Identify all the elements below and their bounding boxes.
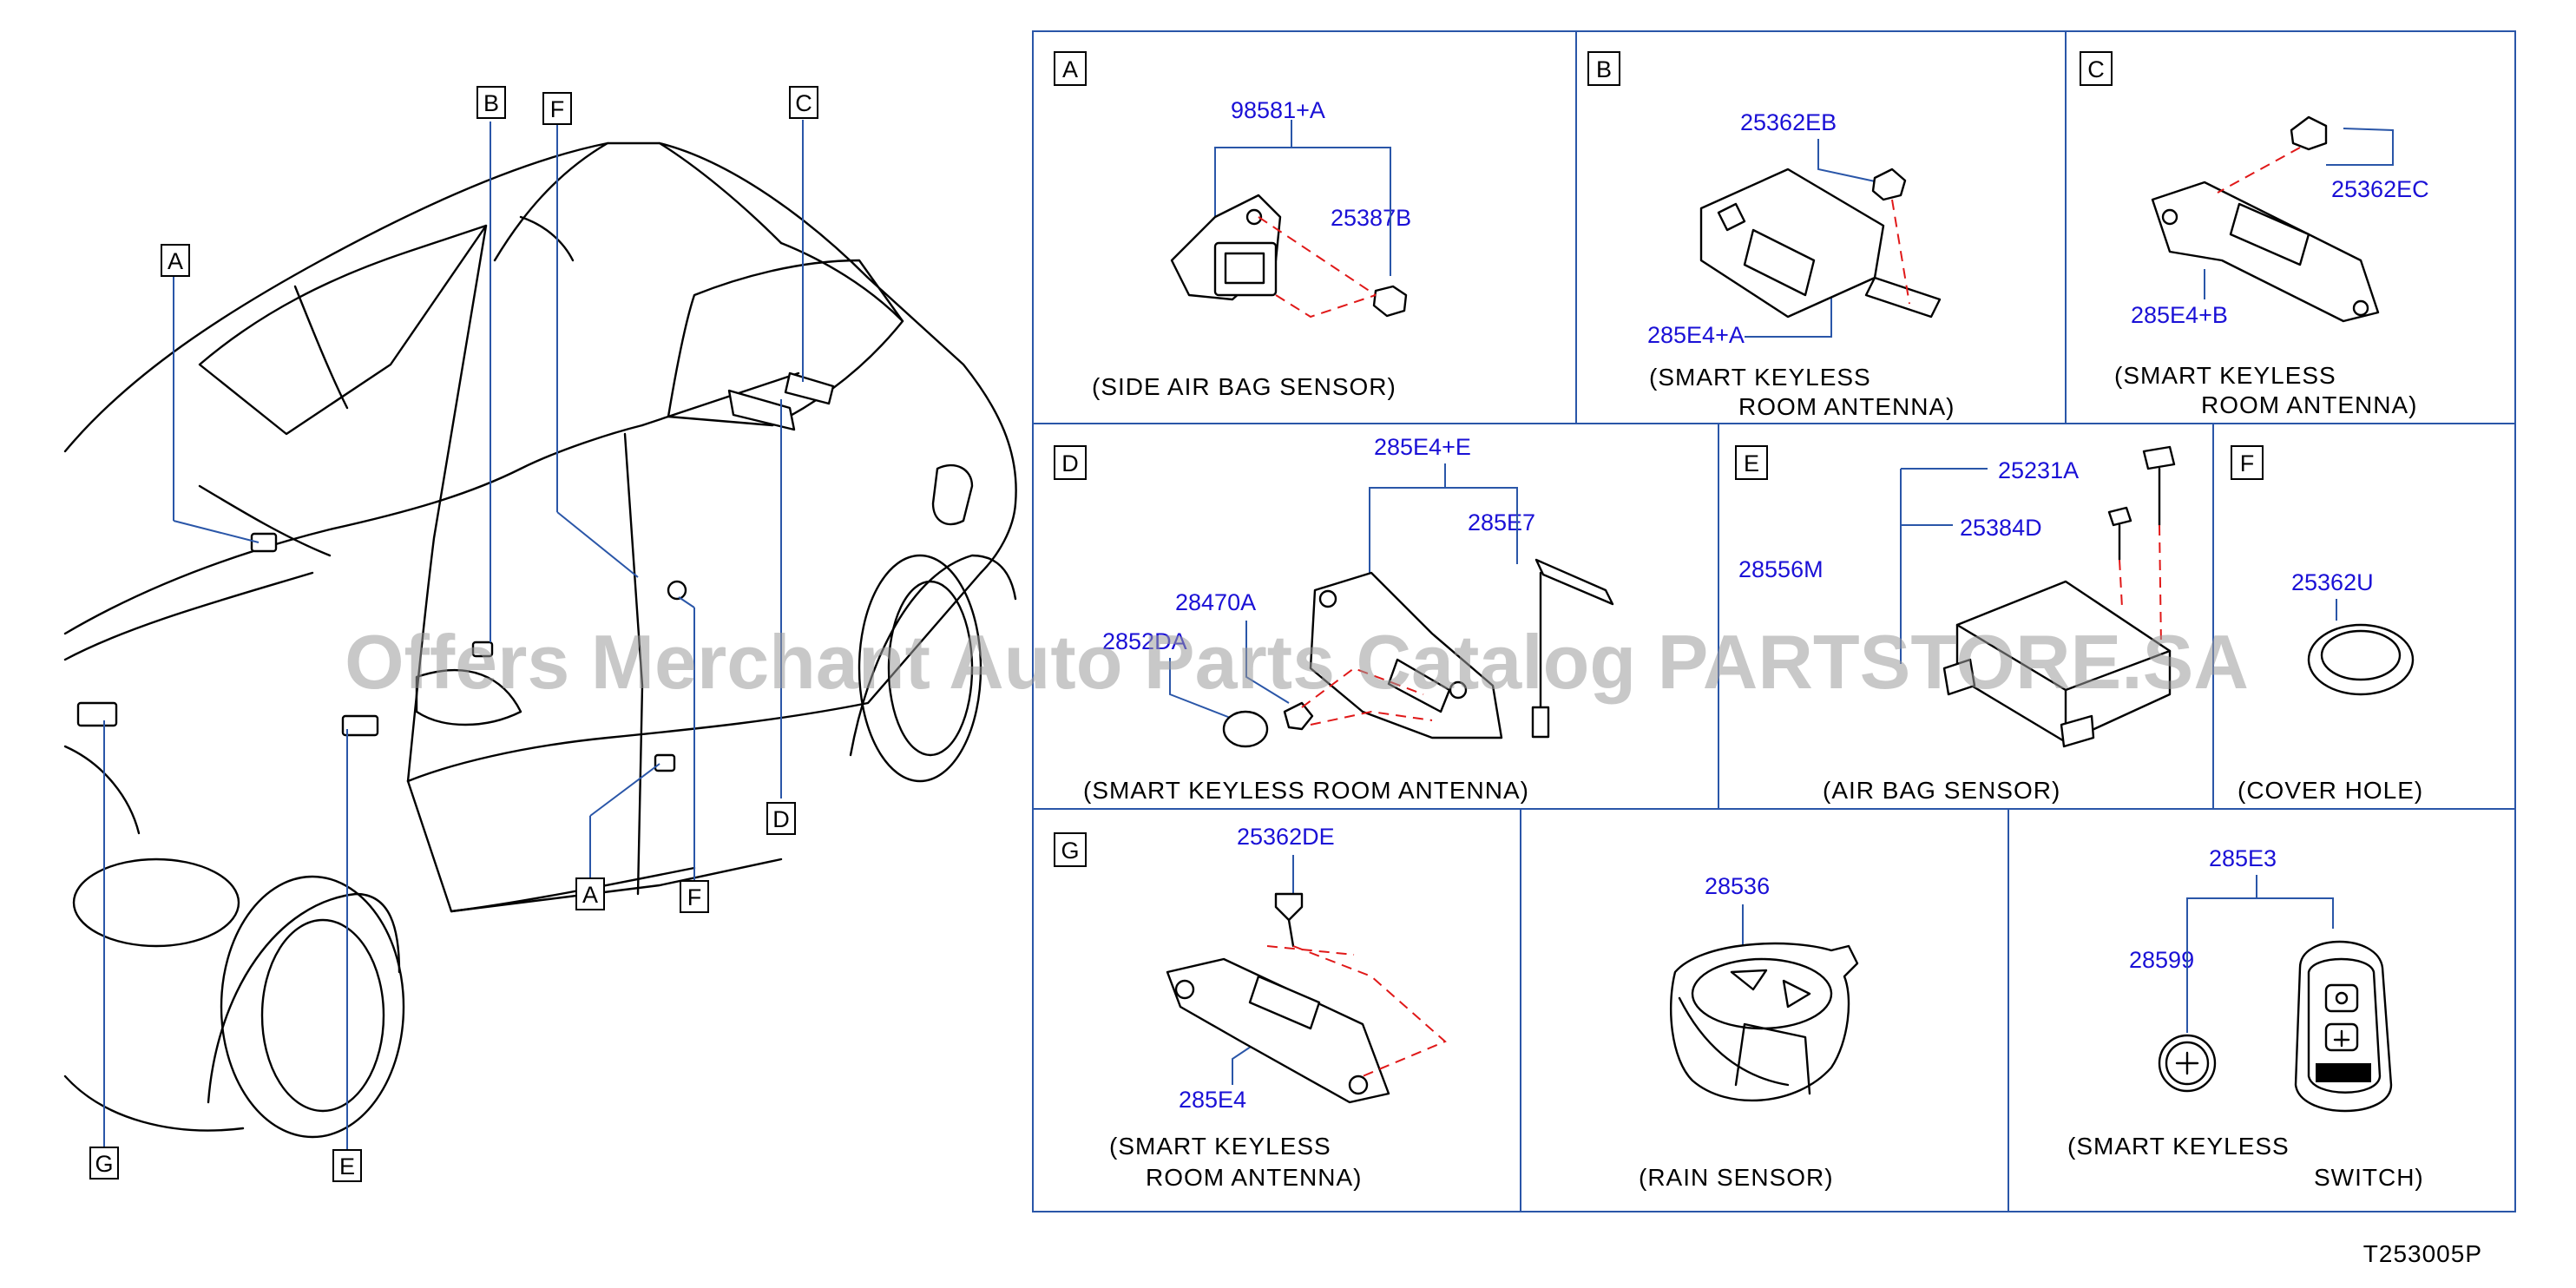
vehicle-callout-c: C — [789, 86, 818, 119]
panel-letter: F — [2240, 450, 2255, 476]
vehicle-callout-b: B — [476, 86, 506, 119]
part-number: 285E7 — [1468, 509, 1535, 536]
part-number: 25362U — [2291, 569, 2374, 595]
callout-letter: C — [795, 90, 812, 116]
part-number: 28536 — [1705, 873, 1770, 899]
part-number: 285E4 — [1179, 1087, 1246, 1113]
panel-keyless-switch: 285E3 28599 (SMART KEYLESS SWITCH) — [2067, 845, 2424, 1191]
vehicle-callout-a2: A — [575, 877, 605, 910]
part-number: 25231A — [1998, 457, 2079, 483]
panel-letter: A — [1062, 56, 1078, 82]
part-number: 25387B — [1331, 205, 1411, 231]
part-number: 25362EB — [1740, 109, 1837, 135]
part-number: 25384D — [1960, 515, 2042, 541]
panel-f: F 25362U (COVER HOLE) — [2231, 445, 2423, 804]
panel-caption: (SIDE AIR BAG SENSOR) — [1092, 373, 1396, 400]
part-number: 285E3 — [2209, 845, 2277, 871]
callout-letter: F — [687, 884, 702, 910]
vehicle-callout-f2: F — [680, 880, 709, 913]
panel-letter: D — [1061, 450, 1079, 476]
vehicle-callout-g: G — [89, 1147, 119, 1180]
panel-letter: B — [1596, 56, 1612, 82]
panel-caption: (SMART KEYLESS — [1649, 364, 1871, 391]
panel-grid — [1032, 30, 2516, 1212]
part-number: 28599 — [2129, 947, 2194, 973]
vehicle-callout-e: E — [332, 1149, 362, 1182]
panel-letter: E — [1744, 450, 1759, 476]
callout-letter: A — [582, 882, 598, 908]
part-number: 28470A — [1175, 589, 1256, 615]
vehicle-callout-f1: F — [542, 92, 572, 125]
panel-a: A 98581+A 25387B (SIDE AIR BAG SENSOR) — [1054, 51, 1411, 400]
diagram-code: T253005P — [2363, 1240, 2482, 1267]
part-number: 285E4+A — [1647, 322, 1745, 348]
panel-caption: (AIR BAG SENSOR) — [1823, 777, 2060, 804]
panel-caption: (SMART KEYLESS ROOM ANTENNA) — [1083, 777, 1529, 804]
panel-g: G 25362DE 285E4 (SMART KEYLESS ROOM ANTE… — [1054, 824, 1447, 1191]
callout-letter: B — [483, 90, 499, 116]
panel-d: D 285E4+E 285E7 28470A 2852DA (SMART KEY… — [1054, 434, 1614, 804]
callout-letter: G — [95, 1151, 113, 1177]
panel-caption: (SMART KEYLESS — [1109, 1133, 1331, 1160]
callout-letter: D — [772, 806, 790, 832]
panel-caption: (SMART KEYLESS — [2114, 362, 2336, 389]
part-number: 28556M — [1738, 556, 1824, 582]
panel-caption: ROOM ANTENNA) — [1146, 1164, 1362, 1191]
panel-c: C 25362EC 285E4+B (SMART KEYLESS ROOM AN… — [2080, 51, 2429, 418]
callout-letter: F — [550, 96, 565, 122]
vehicle-callout-d: D — [766, 802, 796, 835]
panel-e: E 25231A 25384D 28556M (AIR BAG SENSOR) — [1735, 445, 2176, 804]
part-number: 25362DE — [1237, 824, 1335, 850]
panel-caption: ROOM ANTENNA) — [1738, 393, 1955, 420]
panel-letter: C — [2087, 56, 2105, 82]
panel-caption: (RAIN SENSOR) — [1639, 1164, 1834, 1191]
part-number: 285E4+E — [1374, 434, 1471, 460]
panel-caption: (SMART KEYLESS — [2067, 1133, 2290, 1160]
part-number: 25362EC — [2331, 176, 2429, 202]
vehicle-callout-a1: A — [161, 244, 190, 277]
panel-rain-sensor: 28536 (RAIN SENSOR) — [1639, 873, 1859, 1191]
panel-caption: ROOM ANTENNA) — [2201, 391, 2417, 418]
part-number: 98581+A — [1231, 97, 1325, 123]
vehicle-drawing — [63, 141, 1017, 1139]
vehicle-callout-leaders — [103, 120, 804, 1150]
callout-letter: A — [168, 248, 183, 274]
watermark-text: Offers Merchant Auto Parts Catalog PARTS… — [345, 619, 2249, 705]
part-number: 285E4+B — [2131, 302, 2228, 328]
part-number: 2852DA — [1102, 628, 1187, 654]
callout-letter: E — [339, 1153, 355, 1180]
panel-caption: SWITCH) — [2314, 1164, 2424, 1191]
panel-b: B 25362EB 285E4+A (SMART KEYLESS ROOM AN… — [1587, 51, 1955, 420]
panel-caption: (COVER HOLE) — [2238, 777, 2423, 804]
panel-letter: G — [1061, 838, 1079, 864]
